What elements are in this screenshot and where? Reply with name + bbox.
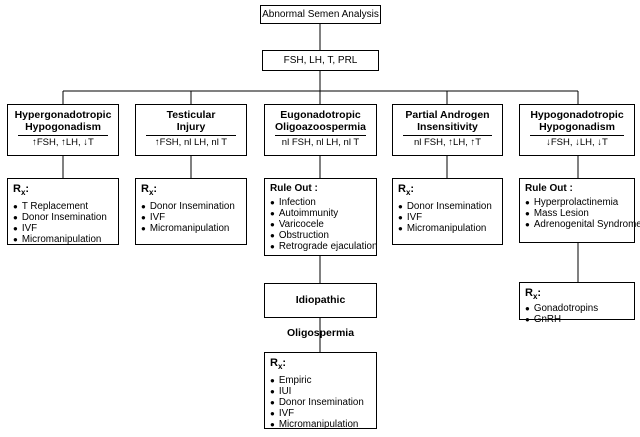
category-title-line: Hypogonadism bbox=[25, 121, 101, 133]
list-item: Micromanipulation bbox=[13, 234, 113, 245]
list-item: Retrograde ejaculation bbox=[270, 241, 378, 252]
list-item: Micromanipulation bbox=[270, 419, 371, 430]
treatment-list: Empiric IUI Donor Insemination IVF Micro… bbox=[270, 375, 371, 430]
idiopathic-title: Idiopathic Oligospermia bbox=[286, 294, 355, 339]
list-item: IVF bbox=[141, 212, 241, 223]
rx-label: Rx: bbox=[13, 183, 30, 198]
rx-label: Rx: bbox=[270, 357, 287, 372]
list-item: Micromanipulation bbox=[141, 223, 241, 234]
category-title-line: Hypogonadotropic bbox=[530, 109, 624, 121]
list-item: Donor Insemination bbox=[13, 212, 113, 223]
list-item: Hyperprolactinemia bbox=[525, 197, 629, 208]
treatment-list: Donor Insemination IVF Micromanipulation bbox=[141, 201, 241, 234]
category-eugonadotropic: Eugonadotropic Oligoazoospermia nl FSH, … bbox=[264, 104, 377, 156]
rx-hypogonadotropic-box: Rx: Gonadotropins GnRH bbox=[519, 282, 635, 325]
list-item: Adrenogenital Syndrome bbox=[525, 219, 640, 230]
category-divider bbox=[275, 135, 366, 136]
root-title: Abnormal Semen Analysis bbox=[262, 9, 379, 20]
rx-label: Rx: bbox=[398, 183, 415, 198]
list-item: Autoimmunity bbox=[270, 208, 371, 219]
list-item: Obstruction bbox=[270, 230, 371, 241]
treatment-list: Gonadotropins GnRH bbox=[525, 303, 629, 325]
list-item: IVF bbox=[270, 408, 371, 419]
list-item: Donor Insemination bbox=[398, 201, 497, 212]
category-divider bbox=[146, 135, 236, 136]
rule-out-eugonadotropic-box: Rule Out : Infection Autoimmunity Varico… bbox=[264, 178, 377, 256]
category-title-line: Insensitivity bbox=[417, 121, 478, 133]
rx-testicular-box: Rx: Donor Insemination IVF Micromanipula… bbox=[135, 178, 247, 245]
category-hormone-levels: ↑FSH, nl LH, nl T bbox=[154, 137, 228, 148]
list-item: Mass Lesion bbox=[525, 208, 629, 219]
rx-label: Rx: bbox=[525, 287, 542, 302]
treatment-list: T Replacement Donor Insemination IVF Mic… bbox=[13, 201, 113, 245]
rx-partial-androgen-box: Rx: Donor Insemination IVF Micromanipula… bbox=[392, 178, 503, 245]
category-hormone-levels: nl FSH, ↑LH, ↑T bbox=[413, 137, 482, 148]
category-title-line: Injury bbox=[176, 121, 206, 133]
list-item: Micromanipulation bbox=[398, 223, 497, 234]
list-item: GnRH bbox=[525, 314, 629, 325]
category-divider bbox=[18, 135, 108, 136]
treatment-list: Donor Insemination IVF Micromanipulation bbox=[398, 201, 497, 234]
category-hormone-levels: ↓FSH, ↓LH, ↓T bbox=[546, 137, 608, 148]
category-divider bbox=[530, 135, 624, 136]
rule-out-label: Rule Out : bbox=[270, 183, 318, 194]
list-item: Donor Insemination bbox=[141, 201, 241, 212]
rx-idiopathic-box: Rx: Empiric IUI Donor Insemination IVF M… bbox=[264, 352, 377, 430]
list-item: Infection bbox=[270, 197, 371, 208]
hormone-tests-box: FSH, LH, T, PRL bbox=[262, 50, 379, 71]
rule-out-label: Rule Out : bbox=[525, 183, 573, 194]
category-title-line: Oligoazoospermia bbox=[274, 121, 367, 133]
idiopathic-oligospermia-box: Idiopathic Oligospermia bbox=[264, 283, 377, 339]
list-item: Donor Insemination bbox=[270, 397, 371, 408]
list-item: Varicocele bbox=[270, 219, 371, 230]
list-item: IVF bbox=[13, 223, 113, 234]
category-hormone-levels: ↑FSH, ↑LH, ↓T bbox=[32, 137, 94, 148]
category-title-line: Hypogonadism bbox=[539, 121, 615, 133]
list-item: IVF bbox=[398, 212, 497, 223]
list-item: T Replacement bbox=[13, 201, 113, 212]
rx-hypergonadotropic-box: Rx: T Replacement Donor Insemination IVF… bbox=[7, 178, 119, 245]
category-partial-androgen: Partial Androgen Insensitivity nl FSH, ↑… bbox=[392, 104, 503, 156]
category-title-line: Testicular bbox=[166, 109, 216, 121]
category-hormone-levels: nl FSH, nl LH, nl T bbox=[281, 137, 360, 148]
rule-out-list: Infection Autoimmunity Varicocele Obstru… bbox=[270, 197, 378, 252]
list-item: Gonadotropins bbox=[525, 303, 629, 314]
category-title-line: Partial Androgen bbox=[405, 109, 490, 121]
rule-out-hypogonadotropic-box: Rule Out : Hyperprolactinemia Mass Lesio… bbox=[519, 178, 640, 243]
hormone-tests-label: FSH, LH, T, PRL bbox=[283, 55, 358, 66]
rx-label: Rx: bbox=[141, 183, 158, 198]
category-title-line: Hypergonadotropic bbox=[14, 109, 112, 121]
category-divider bbox=[403, 135, 492, 136]
category-testicular-injury: Testicular Injury ↑FSH, nl LH, nl T bbox=[135, 104, 247, 156]
category-hypogonadotropic: Hypogonadotropic Hypogonadism ↓FSH, ↓LH,… bbox=[519, 104, 635, 156]
category-title-line: Eugonadotropic bbox=[280, 109, 361, 121]
root-box: Abnormal Semen Analysis bbox=[260, 5, 381, 24]
list-item: IUI bbox=[270, 386, 371, 397]
category-hypergonadotropic: Hypergonadotropic Hypogonadism ↑FSH, ↑LH… bbox=[7, 104, 119, 156]
rule-out-list: Hyperprolactinemia Mass Lesion Adrenogen… bbox=[525, 197, 640, 230]
list-item: Empiric bbox=[270, 375, 371, 386]
